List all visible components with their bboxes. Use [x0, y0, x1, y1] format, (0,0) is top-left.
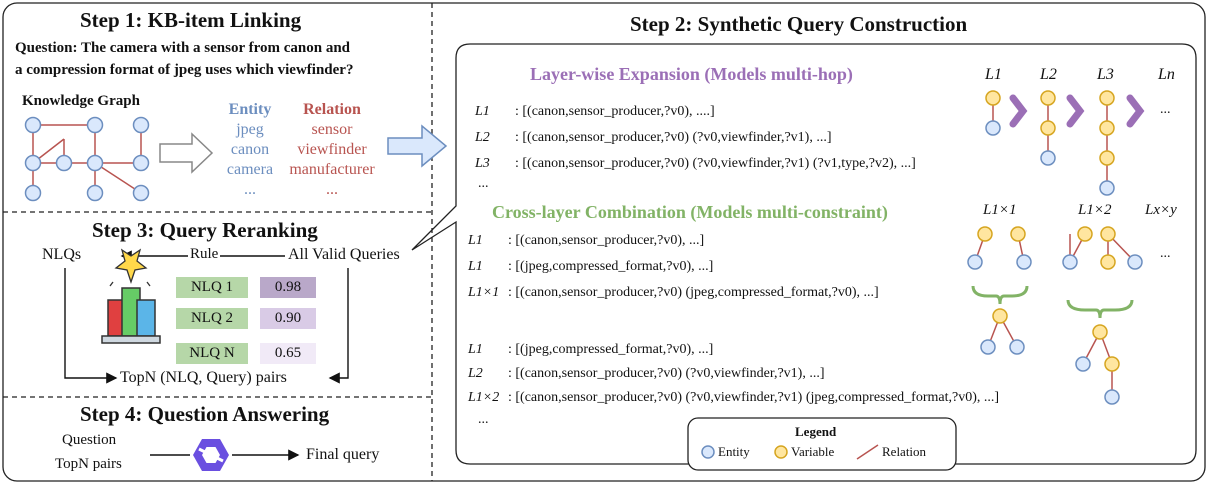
chevron-right-icon	[1009, 94, 1028, 128]
nlq-score: 0.98	[260, 277, 316, 298]
cross-row-text: : [(canon,sensor_producer,?v0) (?v0,view…	[508, 390, 1000, 405]
cross-graphs	[967, 226, 1143, 405]
entity-column: Entity jpeg canon camera ...	[214, 100, 286, 200]
layer-row-text: : [(canon,sensor_producer,?v0), ....]	[515, 104, 715, 119]
chevron-right-icon	[1126, 94, 1145, 128]
relation-item: viewfinder	[297, 141, 367, 158]
layer-row-text: : [(canon,sensor_producer,?v0) (?v0,view…	[515, 156, 916, 171]
nlq-label: NLQ 2	[176, 308, 248, 329]
entity-header: Entity	[228, 101, 272, 118]
cross-row: L2 : [(canon,sensor_producer,?v0) (?v0,vi…	[468, 366, 824, 382]
layer-wise-title: Layer-wise Expansion (Models multi-hop)	[530, 64, 853, 84]
knowledge-graph	[32, 124, 142, 194]
layer-graph-label: L3	[1097, 66, 1114, 83]
query-to-topn-arrow	[328, 268, 349, 384]
step1-title: Step 1: KB-item Linking	[80, 8, 302, 32]
cross-row-text: : [(jpeg,compressed_format,?v0), ...]	[508, 342, 714, 357]
nlqs-label: NLQs	[42, 246, 82, 263]
step4-title: Step 4: Question Answering	[80, 402, 330, 426]
qa-output: Final query	[306, 446, 380, 463]
cross-row-text: : [(jpeg,compressed_format,?v0), ...]	[508, 259, 714, 274]
layer-row-text: : [(canon,sensor_producer,?v0) (?v0,view…	[515, 130, 832, 145]
relation-header: Relation	[303, 101, 361, 118]
cross-row: L1×2 : [(canon,sensor_producer,?v0) (?v0,…	[468, 390, 999, 406]
cross-layer-title: Cross-layer Combination (Models multi-co…	[492, 202, 888, 222]
entity-item: canon	[230, 141, 270, 158]
cross-row: L1×1 : [(canon,sensor_producer,?v0) (jpeg…	[468, 285, 879, 301]
topn-pairs-label: TopN (NLQ, Query) pairs	[120, 369, 287, 386]
kg-label: Knowledge Graph	[22, 93, 140, 109]
legend-entity-icon	[701, 445, 715, 459]
entity-item: ...	[244, 181, 256, 198]
cross-graph-label: Lx×y	[1145, 202, 1177, 218]
layer-graph-more: ...	[1160, 102, 1171, 117]
layer-graph-label: L1	[985, 66, 1002, 83]
cross-row-text: : [(canon,sensor_producer,?v0) (?v0,view…	[508, 366, 825, 381]
relation-item: sensor	[311, 121, 353, 138]
legend-variable-label: Variable	[791, 444, 835, 459]
question-line2: a compression format of jpeg uses which …	[15, 62, 354, 78]
cross-graph-label: L1×2	[1078, 202, 1112, 218]
entity-item: jpeg	[236, 121, 264, 138]
cross-graph-more: ...	[1160, 246, 1171, 261]
cross-more: ...	[478, 412, 489, 427]
cross-row: L1 : [(jpeg,compressed_format,?v0), ...]	[468, 342, 713, 358]
step2-title: Step 2: Synthetic Query Construction	[630, 12, 968, 36]
step2-inner-frame	[411, 43, 1197, 465]
step3-title: Step 3: Query Reranking	[92, 218, 318, 242]
rule-label: Rule	[188, 246, 221, 263]
cross-row-label: L1	[468, 233, 483, 248]
legend-entity-label: Entity	[718, 444, 750, 459]
cross-row-label: L2	[468, 366, 483, 381]
layer-row: L3 : [(canon,sensor_producer,?v0) (?v0,vi…	[475, 156, 916, 172]
qa-input-question: Question	[62, 432, 117, 448]
cross-row-label: L1×1	[468, 285, 500, 300]
layer-row-label: L2	[475, 130, 490, 145]
legend-relation-label: Relation	[882, 444, 927, 459]
cross-row: L1 : [(canon,sensor_producer,?v0), ...]	[468, 233, 704, 249]
cross-row-label: L1×2	[468, 390, 500, 405]
relation-item: ...	[326, 181, 338, 198]
relation-column: Relation sensor viewfinder manufacturer …	[282, 100, 382, 200]
question-line1: Question: The camera with a sensor from …	[15, 40, 351, 56]
layer-row-label: L1	[475, 104, 490, 119]
kg-entity-nodes	[24, 116, 150, 202]
entity-item: camera	[226, 161, 274, 178]
layer-graphs	[985, 90, 1145, 196]
layer-row: L1 : [(canon,sensor_producer,?v0), ....]	[475, 104, 715, 120]
chevron-right-icon	[1066, 94, 1085, 128]
layer-graph-label: L2	[1040, 66, 1057, 83]
nlq-score: 0.65	[260, 343, 316, 364]
cross-row-label: L1	[468, 259, 483, 274]
link-arrow-icon	[159, 132, 214, 174]
legend-variable-icon	[774, 445, 788, 459]
layer-row: L2 : [(canon,sensor_producer,?v0) (?v0,vi…	[475, 130, 831, 146]
nlq-to-topn-arrow	[64, 268, 118, 384]
nlq-label: NLQ N	[176, 343, 248, 364]
legend-relation-icon	[856, 444, 879, 460]
relation-item: manufacturer	[289, 161, 375, 178]
to-step2-arrow-icon	[387, 124, 448, 168]
all-valid-queries-label: All Valid Queries	[288, 246, 400, 263]
cross-graph-label: L1×1	[983, 202, 1017, 218]
llm-logo-icon	[193, 439, 229, 471]
layer-more: ...	[478, 176, 489, 191]
cross-row-text: : [(canon,sensor_producer,?v0), ...]	[508, 233, 705, 248]
legend-title: Legend	[795, 424, 837, 439]
legend-box	[687, 417, 957, 471]
cross-row-text: : [(canon,sensor_producer,?v0) (jpeg,com…	[508, 285, 879, 300]
qa-input-topn: TopN pairs	[55, 456, 122, 472]
layer-graph-label: Ln	[1158, 66, 1175, 83]
cross-row-label: L1	[468, 342, 483, 357]
nlq-score: 0.90	[260, 308, 316, 329]
layer-row-label: L3	[475, 156, 490, 171]
cross-row: L1 : [(jpeg,compressed_format,?v0), ...]	[468, 259, 713, 275]
nlq-label: NLQ 1	[176, 277, 248, 298]
ranking-podium-icon	[101, 248, 161, 344]
